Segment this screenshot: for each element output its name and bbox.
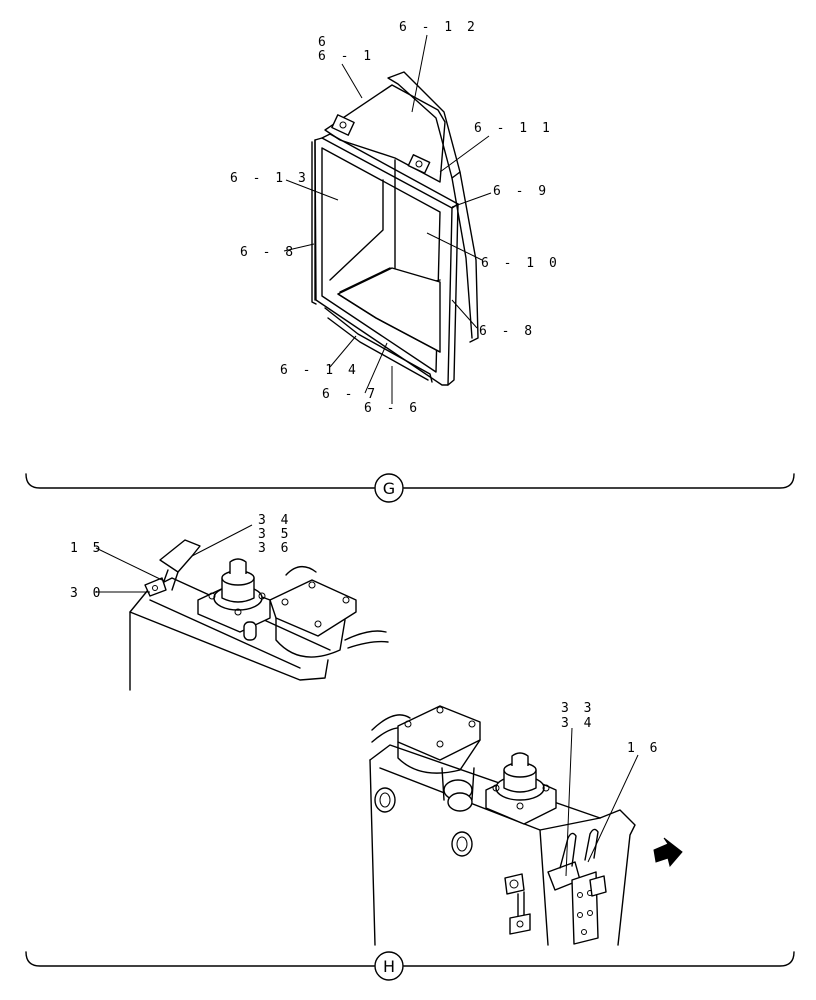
- callout-33: 3 3: [561, 701, 595, 716]
- leader-lines-h-upper: [95, 524, 253, 593]
- callout-6-13: 6 - 1 3: [230, 171, 309, 186]
- callout-15: 1 5: [70, 541, 104, 556]
- callout-6-6: 6 - 6: [364, 401, 421, 416]
- leader-lines-h-lower: [565, 727, 639, 877]
- pump-plate-lower-drawing: [369, 705, 636, 946]
- front-direction-arrow-icon: [653, 837, 683, 868]
- callout-labels-g: 6 6 - 1 6 - 1 2 6 - 1 1 6 - 9 6 - 1 3 6 …: [230, 20, 560, 416]
- callout-6-11: 6 - 1 1: [474, 121, 553, 136]
- callout-6-8-right: 6 - 8: [479, 324, 536, 339]
- leader-lines-g: [283, 34, 492, 404]
- section-marker-g: [374, 473, 404, 503]
- section-marker-h: [374, 951, 404, 981]
- section-divider-h: H: [25, 951, 795, 981]
- callout-labels-h-lower: 3 3 3 4 1 6: [561, 701, 661, 756]
- callout-6-7: 6 - 7: [322, 387, 379, 402]
- callout-6-1: 6 - 1: [318, 49, 375, 64]
- section-letter-g: G: [383, 479, 395, 498]
- callout-6-14: 6 - 1 4: [280, 363, 359, 378]
- duct-assembly-drawing: [311, 71, 479, 386]
- callout-16: 1 6: [627, 741, 661, 756]
- pump-plate-upper-drawing: [129, 539, 389, 691]
- callout-6-9: 6 - 9: [493, 184, 550, 199]
- callout-6-10: 6 - 1 0: [481, 256, 560, 271]
- callout-labels-h-upper: 1 5 3 0 3 4 3 5 3 6: [70, 513, 292, 601]
- section-divider-g: G: [25, 473, 795, 503]
- callout-34-upper: 3 4: [258, 513, 292, 528]
- callout-6-12: 6 - 1 2: [399, 20, 478, 35]
- callout-6: 6: [318, 35, 329, 50]
- callout-36: 3 6: [258, 541, 292, 556]
- callout-6-8-left: 6 - 8: [240, 245, 297, 260]
- callout-34-lower: 3 4: [561, 716, 595, 731]
- callout-30: 3 0: [70, 586, 104, 601]
- section-letter-h: H: [383, 957, 395, 976]
- callout-35: 3 5: [258, 527, 292, 542]
